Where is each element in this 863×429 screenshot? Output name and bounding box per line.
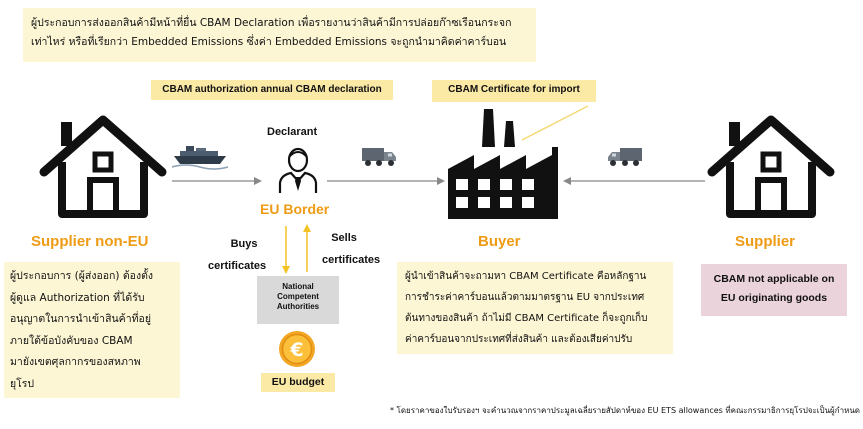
footnote: * โดยราคาของใบรับรองฯ จะคำนวณจากราคาประม…: [390, 406, 860, 415]
authorization-tag: CBAM authorization annual CBAM declarati…: [151, 80, 393, 100]
left-note-line-1: ผู้ประกอบการ (ผู้ส่งออก) ต้องตั้ง: [10, 270, 154, 282]
authorization-label: CBAM authorization annual CBAM declarati…: [162, 84, 382, 95]
left-note-line-3: อนุญาตในการนำเข้าสินค้าที่อยู่: [10, 313, 151, 325]
truck-icon: [362, 148, 396, 166]
top-note-line-1: ผู้ประกอบการส่งออกสินค้ามีหน้าที่ยื่น CB…: [31, 17, 512, 29]
certificate-label: CBAM Certificate for import: [448, 84, 580, 95]
factory-icon: [448, 109, 558, 219]
house-icon: [39, 115, 167, 218]
buys-label: Buys certificates: [208, 233, 266, 277]
eu-budget-label: EU budget: [271, 376, 325, 388]
sells-label-line-2: certificates: [322, 254, 381, 266]
supplier-non-eu-label: Supplier non-EU: [31, 233, 149, 250]
house-icon: [707, 115, 835, 218]
ship-icon: [171, 146, 229, 170]
arrow-to-declarant: [172, 177, 262, 185]
nca-box: National Competent Authorities: [257, 276, 339, 324]
sells-label: Sells certificates: [322, 227, 380, 271]
left-note-line-6: ยุโรป: [10, 377, 35, 390]
not-applicable-box: CBAM not applicable on EU originating go…: [701, 264, 847, 316]
not-applicable-line-2: EU originating goods: [720, 292, 828, 304]
sells-arrow: [303, 224, 311, 272]
left-note-line-4: ภายใต้ข้อบังคับของ CBAM: [10, 334, 133, 347]
middle-note-line-2: การชำระค่าคาร์บอนแล้วตามมาตรฐาน EU จากปร…: [405, 292, 645, 303]
arrow-to-buyer: [327, 177, 445, 185]
nca-line-2: Competent: [277, 292, 319, 301]
certificate-tag: CBAM Certificate for import: [432, 80, 596, 102]
nca-line-1: National: [282, 282, 314, 291]
top-note: ผู้ประกอบการส่งออกสินค้ามีหน้าที่ยื่น CB…: [23, 8, 536, 62]
left-note-line-5: มายังเขตศุลกากรของสหภาพ: [10, 356, 141, 368]
top-note-line-2: เท่าไหร่ หรือที่เรียกว่า Embedded Emissi…: [31, 36, 507, 48]
person-icon: [278, 147, 318, 193]
middle-note-line-1: ผู้นำเข้าสินค้าจะถามหา CBAM Certificate …: [405, 271, 647, 282]
arrow-from-supplier: [563, 177, 705, 185]
svg-text:€: €: [289, 339, 303, 361]
buys-label-line-2: certificates: [208, 260, 267, 272]
not-applicable-line-1: CBAM not applicable on: [713, 273, 835, 285]
connector-line: [521, 105, 589, 141]
middle-note-line-3: ต้นทางของสินค้า ถ้าไม่มี CBAM Certificat…: [405, 313, 648, 324]
declarant-label: Declarant: [267, 126, 318, 138]
sells-label-line-1: Sells: [331, 232, 357, 244]
left-note: ผู้ประกอบการ (ผู้ส่งออก) ต้องตั้ง ผู้ดูแ…: [4, 262, 180, 398]
buys-arrow: [282, 226, 290, 274]
middle-note: ผู้นำเข้าสินค้าจะถามหา CBAM Certificate …: [397, 262, 673, 354]
supplier-label: Supplier: [735, 233, 796, 250]
middle-note-line-4: ค่าคาร์บอนจากประเทศที่ส่งสินค้า และต้องเ…: [405, 334, 633, 345]
nca-line-3: Authorities: [276, 302, 320, 311]
buys-label-line-1: Buys: [230, 238, 258, 250]
left-note-line-2: ผู้ดูแล Authorization ที่ได้รับ: [10, 291, 145, 304]
euro-coin-icon: €: [279, 331, 315, 367]
buyer-label: Buyer: [478, 233, 521, 250]
truck-icon: [608, 148, 642, 166]
eu-budget-tag: EU budget: [261, 373, 335, 392]
eu-border-label: EU Border: [260, 201, 330, 217]
